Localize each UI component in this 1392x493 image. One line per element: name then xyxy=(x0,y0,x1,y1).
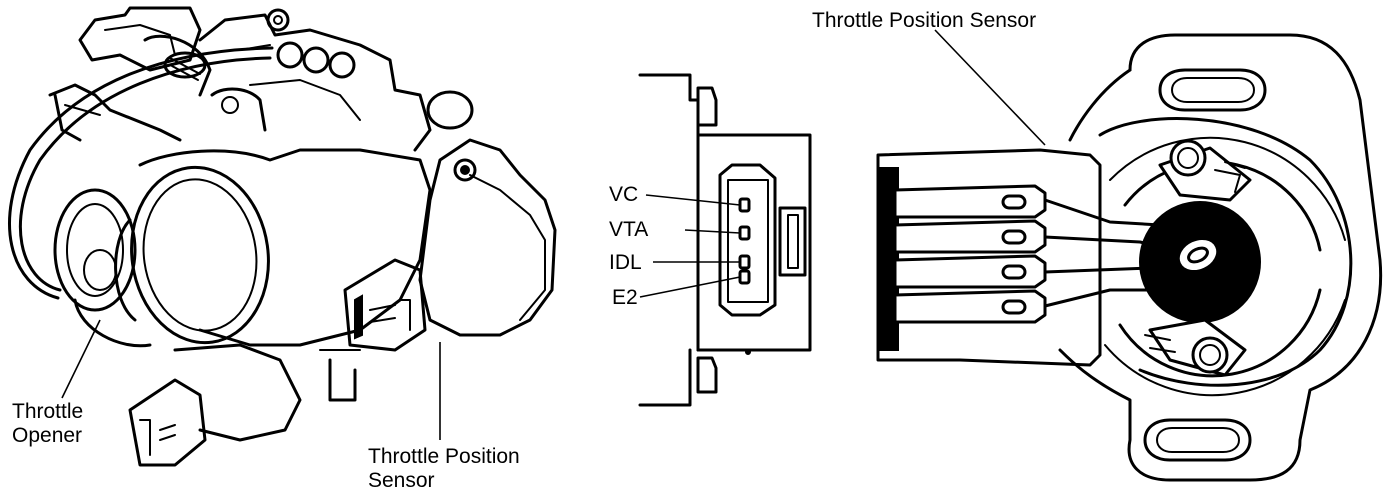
pin-e2-terminal xyxy=(738,269,751,285)
label-pin-vc: VC xyxy=(609,183,639,206)
connector-drawing xyxy=(638,73,812,407)
throttle-body-drawing xyxy=(8,6,557,467)
pin-idl-terminal xyxy=(738,254,751,270)
leader-vc xyxy=(645,194,741,206)
label-tps-left: Throttle Position Sensor xyxy=(368,445,520,493)
label-tps-right: Throttle Position Sensor xyxy=(812,9,1037,32)
label-throttle-opener-line1: Throttle xyxy=(12,400,84,423)
label-throttle-opener: Throttle Opener xyxy=(12,400,83,448)
leader-vta xyxy=(684,229,741,234)
label-pin-idl: IDL xyxy=(609,251,642,274)
label-throttle-opener-line2: Opener xyxy=(12,424,83,447)
tps-internal-drawing xyxy=(876,33,1383,482)
leader-e2 xyxy=(639,276,741,298)
pin-vta-terminal xyxy=(738,225,751,241)
label-pin-e2: E2 xyxy=(612,286,638,309)
pin-vc-terminal xyxy=(738,197,751,213)
label-tps-left-line1: Throttle Position xyxy=(368,445,520,468)
label-pin-vta: VTA xyxy=(609,218,649,241)
leader-throttle-opener xyxy=(61,319,101,399)
label-tps-left-line2: Sensor xyxy=(368,469,435,492)
leader-tps-right xyxy=(934,29,1046,146)
